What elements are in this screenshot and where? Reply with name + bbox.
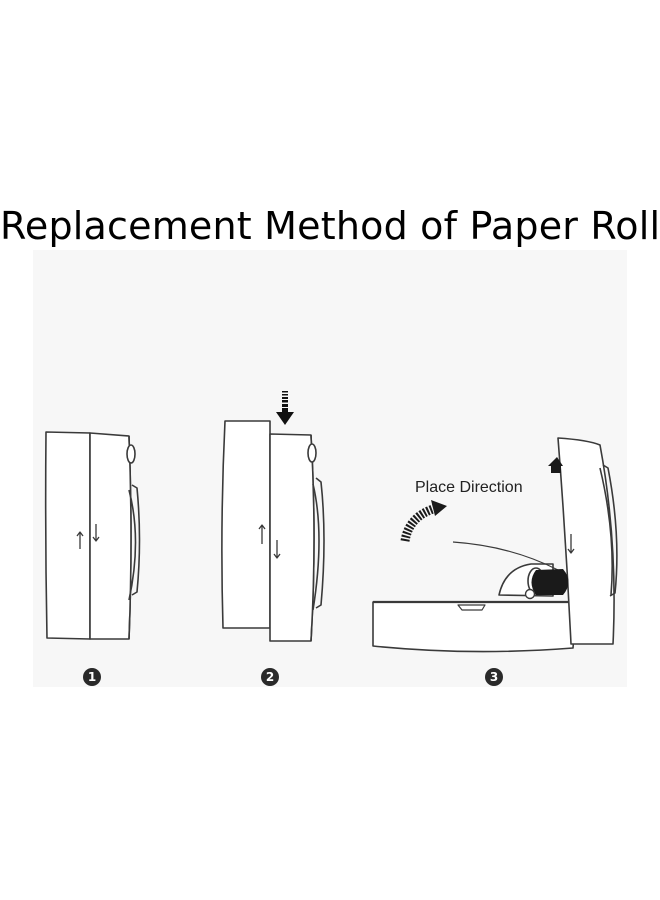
place-direction-label: Place Direction xyxy=(415,479,523,496)
instruction-panel: Place Direction 1 2 3 xyxy=(33,250,627,687)
printer-closed-illustration xyxy=(44,431,141,640)
instruction-illustration xyxy=(44,391,618,653)
step-2-marker: 2 xyxy=(261,668,279,686)
press-down-arrow xyxy=(276,391,294,425)
step-3-marker: 3 xyxy=(485,668,503,686)
paper-roll-core xyxy=(531,569,569,595)
place-direction-arrow xyxy=(400,500,447,542)
printer-pressing-illustration xyxy=(221,420,325,642)
page-title: Replacement Method of Paper Roll xyxy=(0,204,660,248)
step-1-marker: 1 xyxy=(83,668,101,686)
lid-lift-arrow xyxy=(548,457,563,473)
printer-open-illustration xyxy=(372,437,618,653)
